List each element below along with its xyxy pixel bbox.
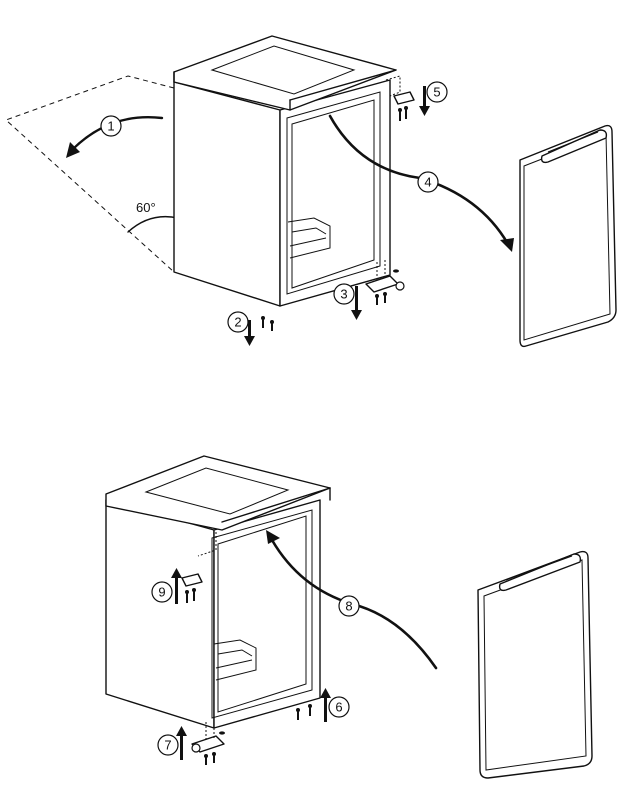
step-badge-3: 3	[333, 283, 355, 305]
svg-text:1: 1	[107, 119, 114, 134]
step-badge-6: 6	[328, 696, 350, 718]
fridge-body-bottom	[105, 455, 331, 729]
step-badge-5: 5	[426, 81, 448, 103]
step-badge-1: 1	[100, 115, 122, 137]
fridge-body-top	[173, 35, 401, 307]
opening-angle: 60°	[127, 200, 179, 233]
svg-text:8: 8	[345, 599, 352, 614]
upper-hinge-bracket	[393, 91, 415, 105]
fridge-door-top	[519, 124, 617, 348]
svg-text:9: 9	[158, 585, 165, 600]
svg-text:2: 2	[234, 315, 241, 330]
svg-text:3: 3	[340, 287, 347, 302]
svg-text:6: 6	[335, 700, 342, 715]
fridge-door-bottom	[477, 550, 593, 779]
door-swing-outline	[5, 75, 175, 273]
svg-text:4: 4	[424, 175, 431, 190]
step-badge-4: 4	[417, 171, 439, 193]
top-illustration: 60°	[5, 35, 617, 348]
svg-text:7: 7	[164, 738, 171, 753]
bottom-illustration: 6 7 8 9	[105, 455, 593, 779]
bottom-hinge-parts	[181, 573, 312, 765]
svg-text:5: 5	[433, 85, 440, 100]
step-badge-9: 9	[151, 581, 173, 603]
upper-hinge-bracket	[181, 573, 203, 587]
step-badge-2: 2	[227, 311, 249, 333]
step-badge-8: 8	[338, 595, 360, 617]
angle-label: 60°	[136, 200, 156, 215]
step-badge-7: 7	[157, 734, 179, 756]
top-hinge-parts	[261, 91, 415, 331]
